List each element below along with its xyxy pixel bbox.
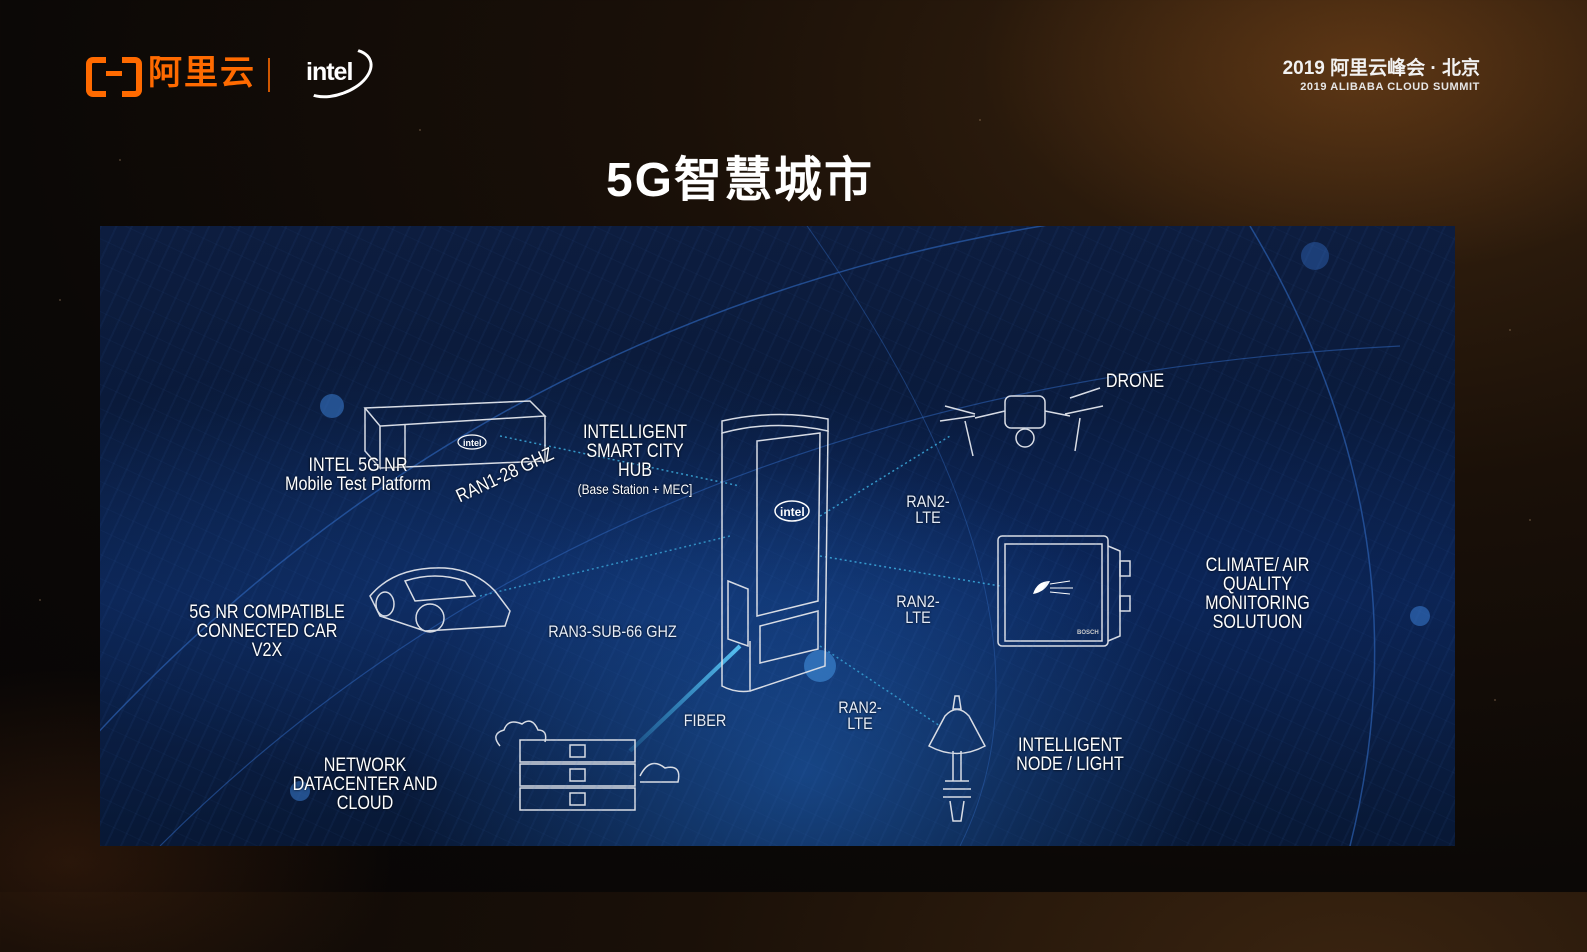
drone-icon [939, 387, 1104, 457]
intel-logo-text: intel [306, 58, 353, 86]
summit-badge: 2019 阿里云峰会 · 北京 2019 ALIBABA CLOUD SUMMI… [1283, 58, 1480, 94]
svg-text:intel: intel [780, 505, 805, 519]
climate-sensor-device-icon: BOSCH [997, 535, 1131, 647]
link-label-ran2-drone: RAN2- LTE [906, 492, 950, 527]
label-network-datacenter: NETWORK DATACENTER AND CLOUD [292, 755, 438, 814]
summit-title-cn: 2019 阿里云峰会 · 北京 [1282, 58, 1480, 79]
aliyun-logo: 阿里云 [86, 54, 256, 97]
link-label-ran2-light: RAN2- LTE [838, 698, 882, 733]
intelligent-light-icon [927, 695, 987, 822]
link-label-fiber: FIBER [683, 711, 727, 730]
label-drone: DRONE [1105, 371, 1165, 392]
svg-text:BOSCH: BOSCH [1077, 630, 1099, 636]
link-label-ran3: RAN3-SUB-66 GHZ [548, 622, 677, 641]
mobile-test-platform-device-icon: intel [363, 400, 547, 470]
logo-divider [268, 58, 270, 92]
summit-title-en: 2019 ALIBABA CLOUD SUMMIT [1300, 81, 1480, 93]
label-climate-monitoring: CLIMATE/ AIR QUALITY MONITORING SOLUTUON [1205, 555, 1310, 633]
label-intelligent-node-light: INTELLIGENT NODE / LIGHT [1016, 735, 1124, 775]
connected-car-icon [369, 567, 511, 633]
aliyun-logo-text: 阿里云 [148, 54, 256, 92]
intel-logo: intel [292, 38, 380, 108]
label-smart-city-hub-sub: (Base Station + MEC] [577, 481, 693, 497]
link-label-ran2-climate: RAN2- LTE [896, 592, 940, 627]
datacenter-server-icon [495, 720, 680, 811]
label-connected-car: 5G NR COMPATIBLE CONNECTED CAR V2X [189, 602, 345, 661]
smart-city-hub-device-icon: intel [721, 413, 829, 693]
svg-text:intel: intel [463, 438, 482, 448]
slide-title: 5G智慧城市 [605, 154, 875, 207]
label-mobile-test-platform: INTEL 5G NR Mobile Test Platform [284, 455, 432, 495]
connection-lines [100, 226, 1430, 846]
label-smart-city-hub: INTELLIGENT SMART CITY HUB (Base Station… [567, 423, 703, 499]
aliyun-bracket-icon [86, 55, 142, 97]
smart-city-diagram: intel intel [100, 226, 1455, 846]
